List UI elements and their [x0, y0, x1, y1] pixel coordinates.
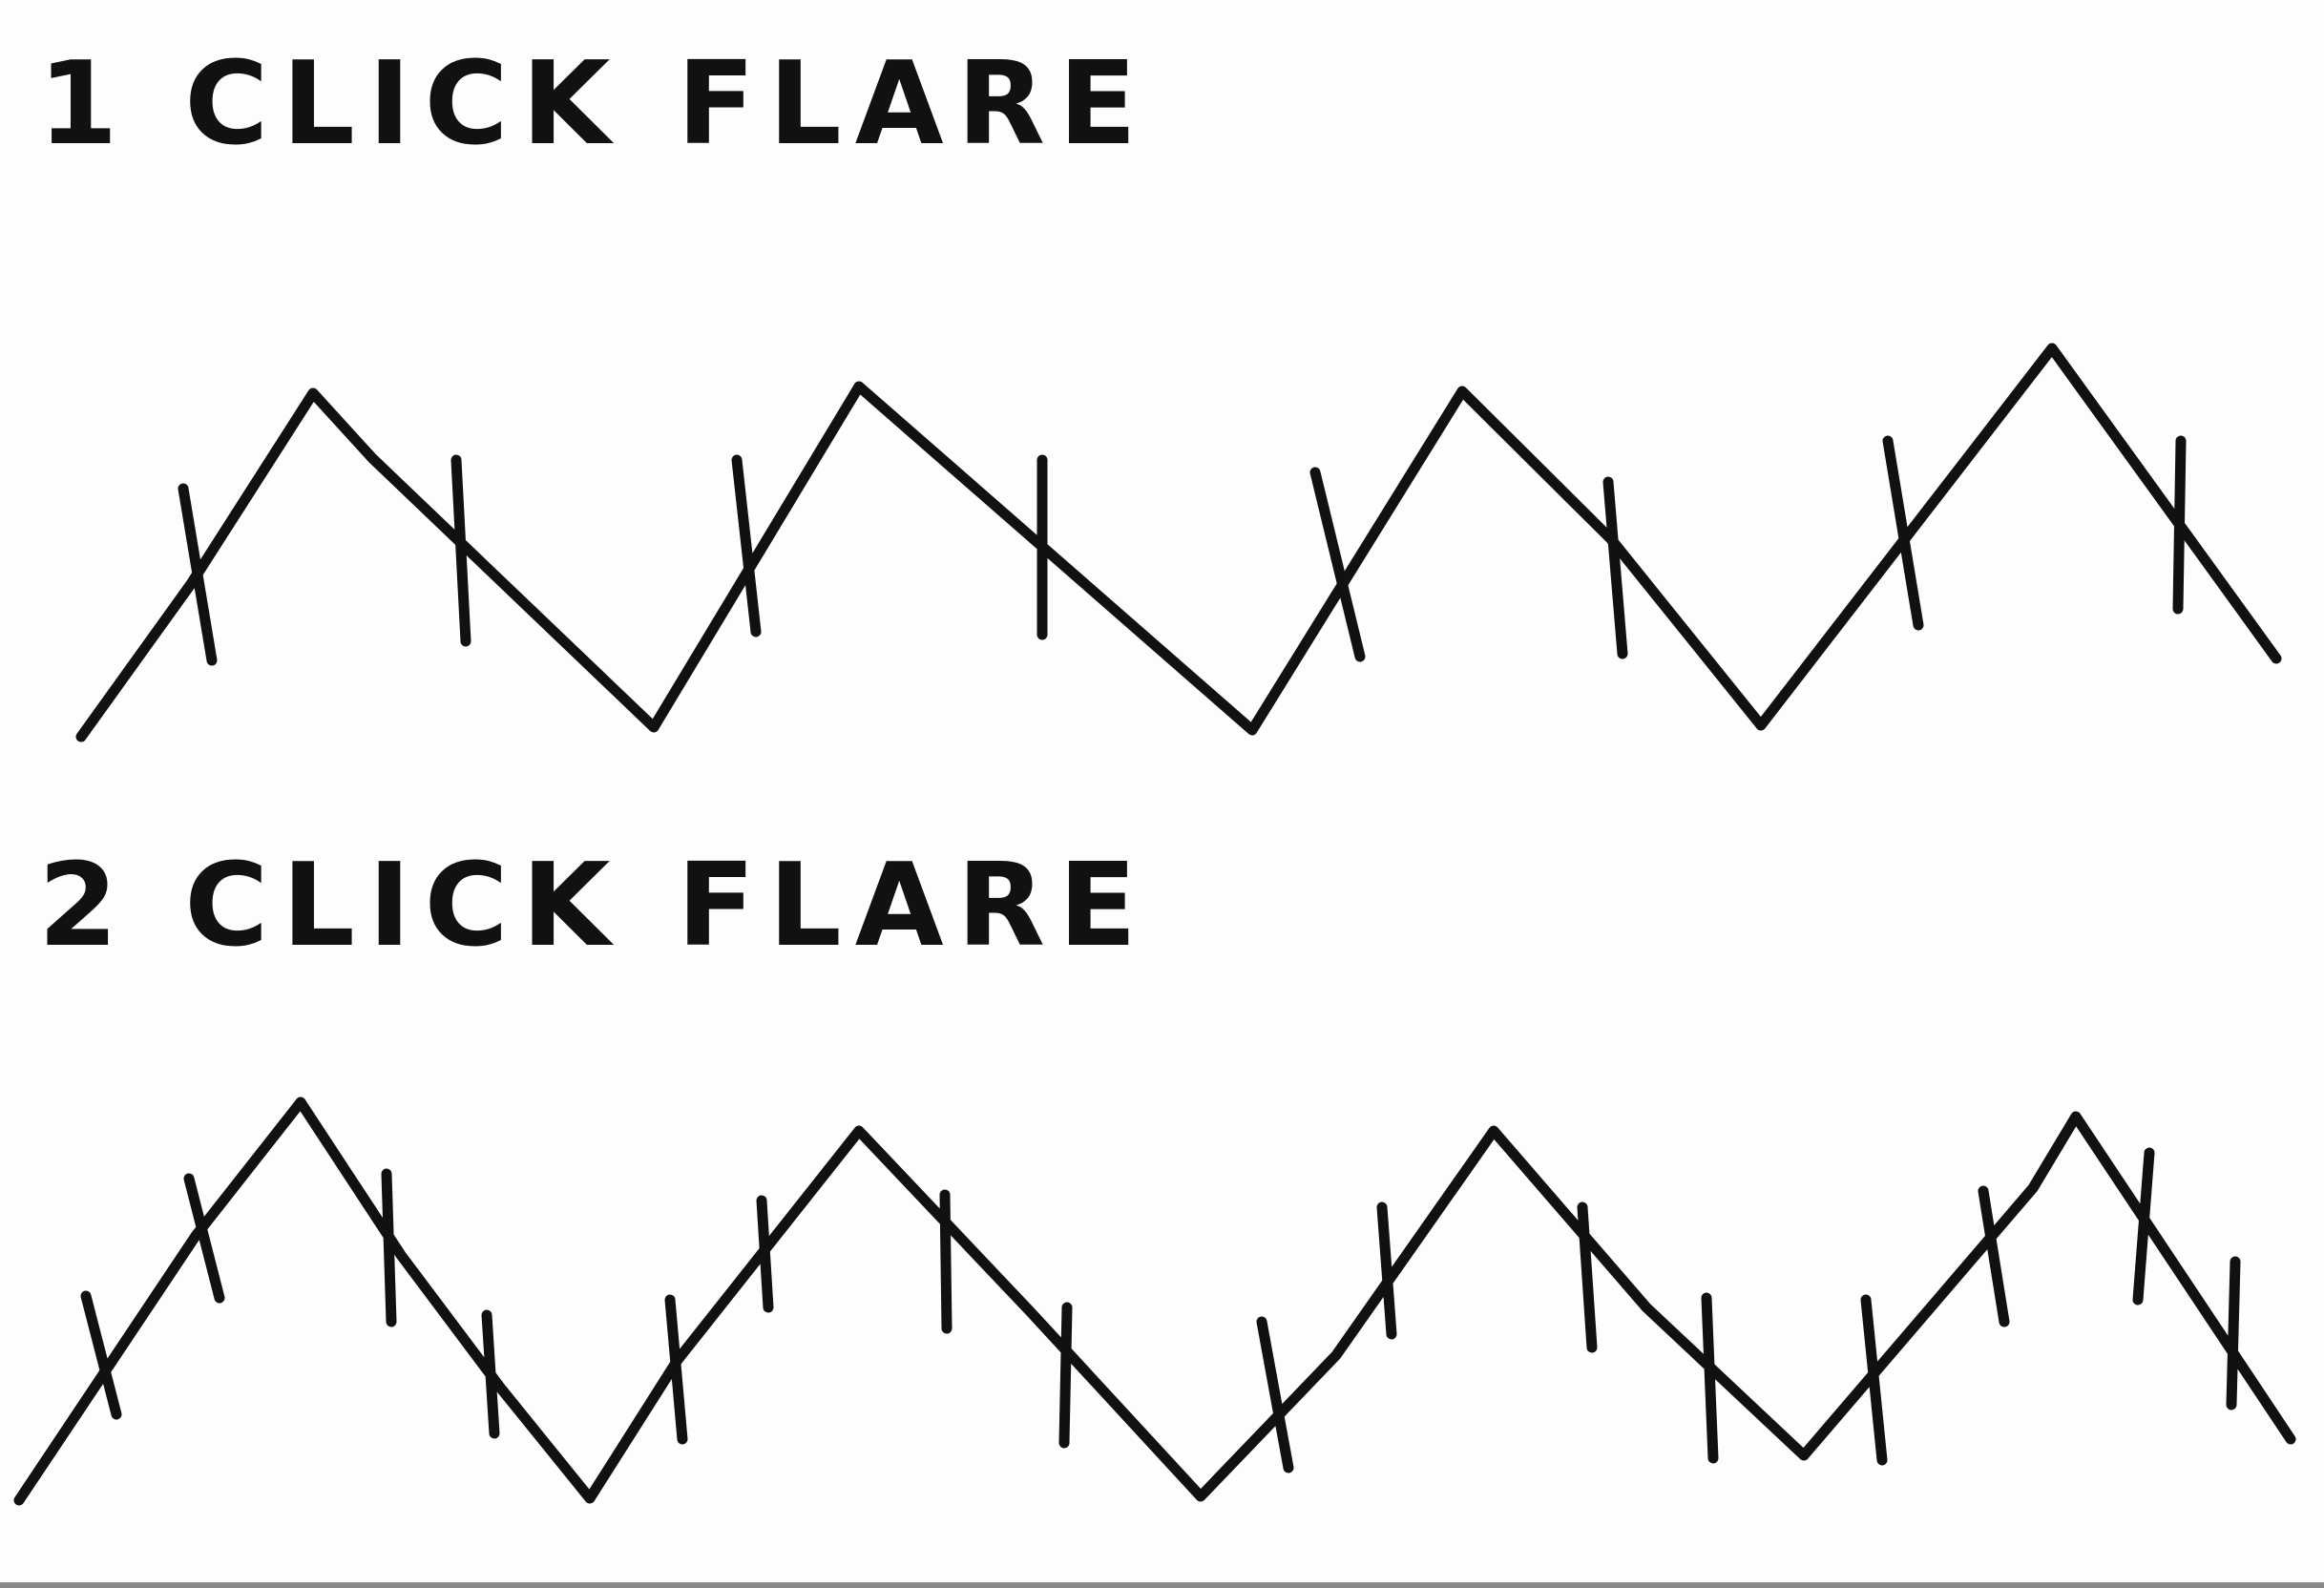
tick	[2132, 1147, 2155, 1306]
tick	[1309, 467, 1366, 662]
tick	[2226, 1256, 2241, 1410]
tick	[80, 1290, 122, 1420]
tick	[756, 1195, 774, 1313]
tick	[664, 1294, 688, 1445]
tick	[731, 454, 762, 637]
tick	[1058, 1302, 1073, 1449]
tick	[1256, 1316, 1294, 1473]
zigzag-2-click	[13, 1097, 2296, 1506]
tick	[481, 1309, 500, 1439]
tick	[1577, 1201, 1598, 1353]
tick	[1882, 435, 1924, 631]
zigzag-line-2-click	[13, 1097, 2296, 1506]
zigzag-1-click	[75, 343, 2282, 742]
tick	[939, 1189, 953, 1334]
tick	[1376, 1201, 1397, 1340]
tick	[1602, 476, 1628, 659]
tick	[1978, 1185, 2010, 1327]
label-1-click-flare: 1 CLICK FLARE	[38, 38, 1150, 171]
tick	[183, 1173, 225, 1304]
zigzag-line-1-click	[75, 343, 2282, 742]
label-2-click-flare: 2 CLICK FLARE	[38, 840, 1150, 972]
tick	[2172, 435, 2187, 615]
ticks-2-click	[80, 1147, 2241, 1473]
tick	[1701, 1292, 1719, 1464]
ticks-1-click	[178, 435, 2187, 666]
tick	[381, 1168, 397, 1327]
tick	[1860, 1294, 1888, 1466]
tick	[178, 483, 218, 666]
tick	[450, 454, 471, 647]
scan-edge	[0, 1582, 2324, 1588]
